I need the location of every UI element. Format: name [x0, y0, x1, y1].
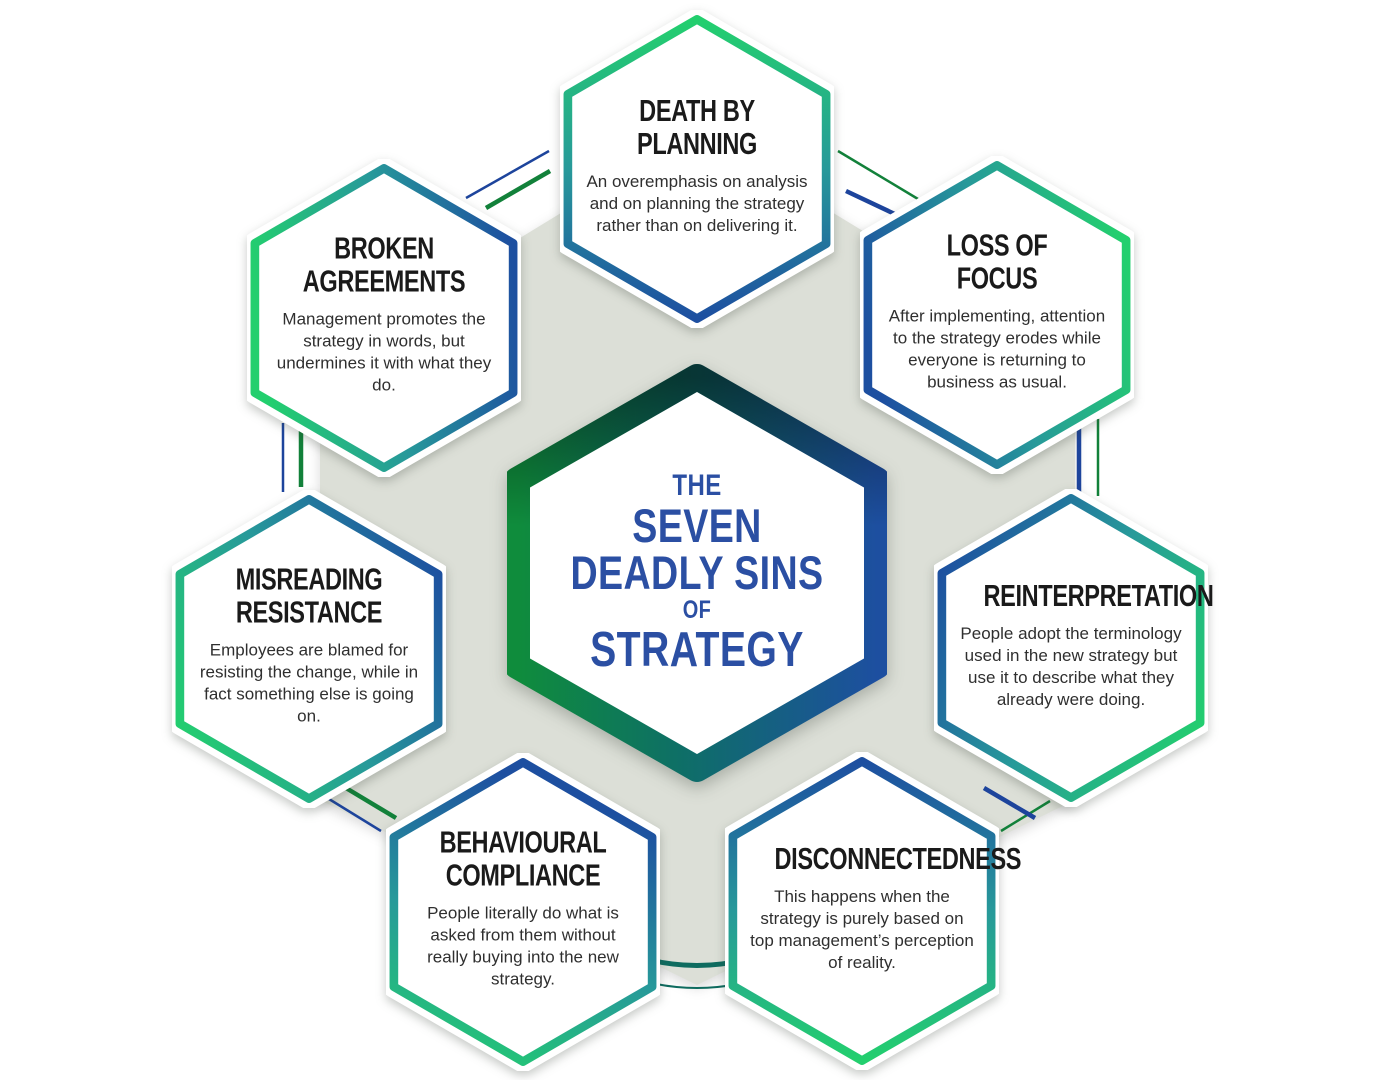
- sin-card-loss-of-focus: LOSS OF FOCUS After implementing, attent…: [860, 156, 1134, 474]
- hexagon-border: [247, 159, 521, 477]
- sin-title: REINTERPRETATION: [983, 577, 1214, 613]
- sin-description: People adopt the terminology used in the…: [960, 623, 1182, 709]
- sin-title: BEHAVIOURAL COMPLIANCE: [439, 824, 607, 893]
- accent-line-bottom-right-blue: [982, 786, 1037, 820]
- center-title-line-seven: SEVEN: [632, 498, 762, 552]
- sin-card-misreading-resistance: MISREADING RESISTANCE Employees are blam…: [172, 490, 446, 808]
- sin-card-content: REINTERPRETATION People adopt the termin…: [956, 577, 1214, 711]
- sin-card-behavioural-compliance: BEHAVIOURAL COMPLIANCE People literally …: [386, 753, 660, 1071]
- sin-card-disconnectedness: DISCONNECTEDNESS This happens when the s…: [725, 752, 1022, 1070]
- accent-line-top-left-blue: [465, 149, 550, 200]
- sin-card-content: BROKEN AGREEMENTS Management promotes th…: [269, 230, 499, 397]
- hexagon-border: [860, 156, 1134, 474]
- sin-title: MISREADING RESISTANCE: [235, 561, 383, 630]
- sin-description: People literally do what is asked from t…: [427, 903, 619, 989]
- sin-card-broken-agreements: BROKEN AGREEMENTS Management promotes th…: [247, 159, 521, 477]
- sin-description: An overemphasis on analysis and on plann…: [586, 171, 808, 236]
- sin-title: LOSS OF FOCUS: [946, 227, 1048, 296]
- sin-title: BROKEN AGREEMENTS: [302, 230, 466, 299]
- center-title-line-of: OF: [682, 596, 712, 625]
- sin-card-content: DEATH BY PLANNING An overemphasis on ana…: [582, 93, 812, 237]
- center-hexagon: THE SEVEN DEADLY SINS OF STRATEGY: [507, 363, 887, 783]
- accent-line-bottom-left-green: [344, 786, 398, 820]
- sin-card-content: LOSS OF FOCUS After implementing, attent…: [882, 227, 1112, 394]
- accent-line-top-right-green: [837, 149, 919, 201]
- hexagon-border: [386, 753, 660, 1071]
- hexagon-border: [934, 489, 1208, 807]
- center-title-line-the: THE: [672, 468, 722, 502]
- hexagon-border: [560, 10, 834, 328]
- accent-line-bottom-right-green: [1000, 799, 1051, 833]
- sin-description: Employees are blamed for resisting the c…: [199, 640, 419, 726]
- accent-line-bottom-left-blue: [328, 797, 382, 833]
- sin-description: This happens when the strategy is purely…: [750, 886, 974, 972]
- sin-title: DISCONNECTEDNESS: [774, 840, 1022, 876]
- sin-card-content: DISCONNECTEDNESS This happens when the s…: [747, 840, 1022, 974]
- accent-line-top-left-green: [484, 169, 552, 210]
- sin-card-death-by-planning: DEATH BY PLANNING An overemphasis on ana…: [560, 10, 834, 328]
- hexagon-border: [172, 490, 446, 808]
- center-title-line-deadly-sins: DEADLY SINS: [570, 546, 824, 600]
- center-hexagon-border: [507, 364, 887, 782]
- hexagon-border: [725, 752, 999, 1070]
- sin-title: DEATH BY PLANNING: [636, 93, 757, 162]
- sin-card-reinterpretation: REINTERPRETATION People adopt the termin…: [934, 489, 1214, 807]
- center-title-line-strategy: STRATEGY: [590, 622, 804, 677]
- sin-description: After implementing, attention to the str…: [888, 306, 1106, 392]
- sin-card-content: MISREADING RESISTANCE Employees are blam…: [194, 561, 424, 728]
- sin-description: Management promotes the strategy in word…: [276, 309, 492, 395]
- sin-card-content: BEHAVIOURAL COMPLIANCE People literally …: [408, 824, 638, 991]
- center-title: THE SEVEN DEADLY SINS OF STRATEGY: [560, 470, 834, 676]
